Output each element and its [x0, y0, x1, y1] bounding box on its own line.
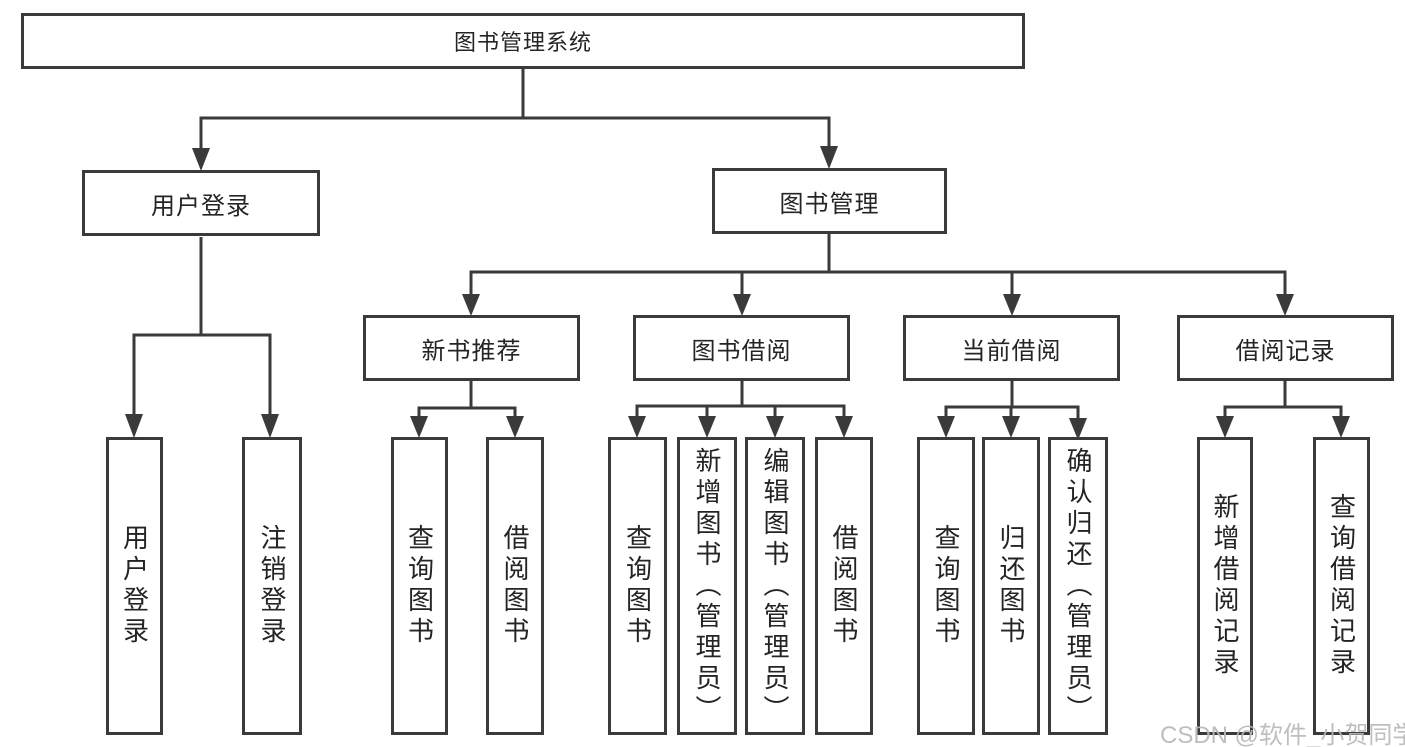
connector-bookmgmt-to-level3 [462, 234, 1294, 316]
leaf-return-books-label: 归还图书 [996, 524, 1026, 648]
node-library-system: 图书管理系统 [21, 13, 1025, 69]
connector-currentborrow-to-leaves [937, 381, 1087, 440]
node-user-login: 用户登录 [82, 170, 320, 236]
leaf-return-books: 归还图书 [982, 437, 1040, 735]
leaf-user-login-label: 用户登录 [119, 524, 150, 648]
leaf-query-books-borrow-label: 查询图书 [622, 524, 653, 648]
node-new-book-recommend-label: 新书推荐 [421, 337, 522, 365]
leaf-query-borrow-record: 查询借阅记录 [1313, 437, 1370, 735]
leaf-borrow-books-newbook: 借阅图书 [486, 437, 544, 735]
node-current-borrow: 当前借阅 [903, 315, 1120, 381]
leaf-edit-books-admin: 编辑图书（管理员） [745, 437, 805, 735]
node-new-book-recommend: 新书推荐 [363, 315, 580, 381]
leaf-query-books-current-label: 查询图书 [931, 524, 961, 648]
leaf-logout: 注销登录 [242, 437, 302, 735]
leaf-confirm-return-admin: 确认归还（管理员） [1048, 437, 1108, 735]
node-book-borrow: 图书借阅 [633, 315, 850, 381]
connector-borrowrecord-to-leaves [1216, 381, 1350, 438]
node-book-management-label: 图书管理 [779, 190, 880, 218]
leaf-query-books-current: 查询图书 [917, 437, 975, 735]
connector-newbook-to-leaves [410, 381, 524, 438]
leaf-query-books-newbook: 查询图书 [391, 437, 448, 735]
node-borrow-records-label: 借阅记录 [1235, 337, 1336, 365]
leaf-query-borrow-record-label: 查询借阅记录 [1326, 493, 1357, 679]
leaf-add-books-admin: 新增图书（管理员） [677, 437, 737, 735]
leaf-add-books-admin-label: 新增图书（管理员） [692, 446, 722, 726]
leaf-query-books-newbook-label: 查询图书 [404, 524, 435, 648]
leaf-edit-books-admin-label: 编辑图书（管理员） [760, 446, 790, 726]
node-book-management: 图书管理 [712, 168, 947, 234]
node-library-system-label: 图书管理系统 [453, 30, 592, 55]
csdn-watermark: CSDN @软件_小贺同学 [1160, 722, 1405, 747]
leaf-add-borrow-record: 新增借阅记录 [1197, 437, 1253, 735]
leaf-borrow-books: 借阅图书 [815, 437, 873, 735]
node-borrow-records: 借阅记录 [1177, 315, 1394, 381]
leaf-query-books-borrow: 查询图书 [608, 437, 667, 735]
leaf-user-login: 用户登录 [106, 437, 163, 735]
node-user-login-label: 用户登录 [151, 192, 251, 220]
leaf-logout-label: 注销登录 [257, 524, 287, 648]
leaf-confirm-return-admin-label: 确认归还（管理员） [1063, 446, 1093, 726]
connector-root-to-level2 [192, 69, 838, 171]
connector-userlogin-to-leaves [125, 237, 279, 438]
leaf-borrow-books-label: 借阅图书 [829, 524, 859, 648]
leaf-borrow-books-newbook-label: 借阅图书 [500, 524, 530, 648]
node-current-borrow-label: 当前借阅 [961, 337, 1062, 365]
node-book-borrow-label: 图书借阅 [691, 337, 792, 365]
connector-bookborrow-to-leaves [628, 381, 853, 438]
leaf-add-borrow-record-label: 新增借阅记录 [1210, 493, 1240, 679]
